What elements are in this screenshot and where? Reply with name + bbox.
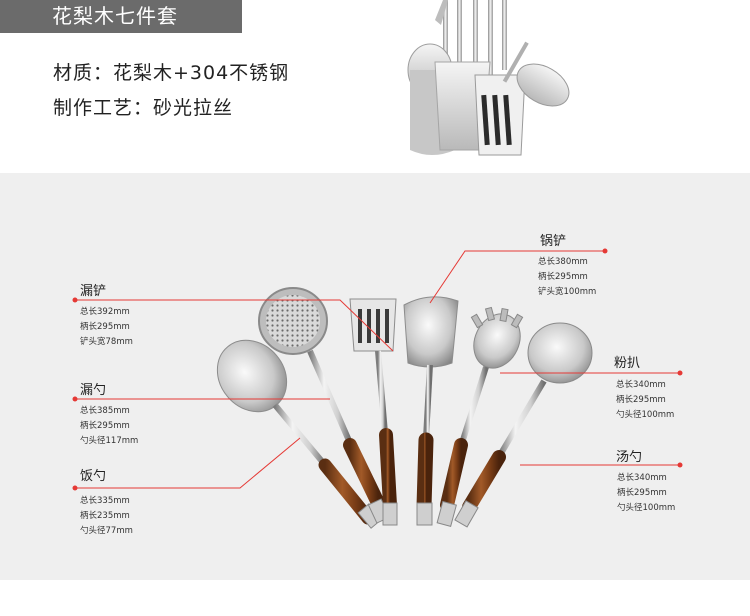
spec-handle-length: 柄长295mm — [616, 395, 666, 405]
pasta-server — [436, 306, 524, 528]
page-title: 花梨木七件套 — [52, 4, 178, 28]
rice-spoon-specs: 总长335mm 柄长235mm 勺头径77mm — [80, 494, 133, 539]
spec-head-size: 勺头径77mm — [80, 526, 133, 536]
spec-head-size: 勺头径100mm — [617, 503, 676, 513]
spec-handle-length: 柄长295mm — [80, 421, 130, 431]
utensil-set-illustration — [72, 248, 683, 529]
spec-head-size: 铲头宽78mm — [80, 337, 133, 347]
spec-handle-length: 柄长295mm — [80, 322, 130, 332]
utensil-rack-photo — [407, 0, 570, 156]
spec-head-size: 铲头宽100mm — [538, 287, 597, 297]
wok-spatula — [403, 296, 459, 526]
slotted-spatula-specs: 总长392mm 柄长295mm 铲头宽78mm — [80, 305, 133, 350]
callout-rice-spoon — [75, 437, 301, 489]
spec-total-length: 总长380mm — [538, 257, 588, 267]
soup-ladle — [454, 322, 593, 528]
spec-total-length: 总长385mm — [80, 406, 130, 416]
spec-total-length: 总长340mm — [616, 380, 666, 390]
callout-wok-spatula — [429, 250, 605, 304]
pasta-server-name: 粉扒 — [614, 356, 641, 371]
wok-spatula-specs: 总长380mm 柄长295mm 铲头宽100mm — [538, 255, 596, 300]
slotted-spatula — [349, 298, 398, 526]
wok-spatula-name: 锅铲 — [540, 234, 567, 249]
rice-spoon — [216, 339, 383, 529]
craft-spec: 制作工艺：砂光拉丝 — [53, 97, 234, 119]
pasta-server-specs: 总长340mm 柄长295mm 勺头径100mm — [616, 378, 674, 423]
spec-handle-length: 柄长295mm — [617, 488, 667, 498]
skimmer-specs: 总长385mm 柄长295mm 勺头径117mm — [80, 404, 138, 449]
spec-handle-length: 柄长235mm — [80, 511, 130, 521]
title-bar — [0, 0, 242, 33]
spec-handle-length: 柄长295mm — [538, 272, 588, 282]
skimmer-name: 漏勺 — [80, 383, 107, 398]
spec-total-length: 总长335mm — [80, 496, 130, 506]
soup-ladle-specs: 总长340mm 柄长295mm 勺头径100mm — [617, 471, 675, 516]
slotted-spatula-name: 漏铲 — [80, 284, 107, 299]
spec-total-length: 总长392mm — [80, 307, 130, 317]
skimmer — [258, 287, 391, 524]
soup-ladle-name: 汤勺 — [616, 450, 643, 465]
spec-head-size: 勺头径117mm — [80, 436, 139, 446]
spec-head-size: 勺头径100mm — [616, 410, 675, 420]
callout-slotted-spatula — [75, 299, 394, 352]
rice-spoon-name: 饭勺 — [80, 469, 107, 484]
spec-total-length: 总长340mm — [617, 473, 667, 483]
material-spec: 材质：花梨木+304不锈钢 — [53, 62, 290, 84]
